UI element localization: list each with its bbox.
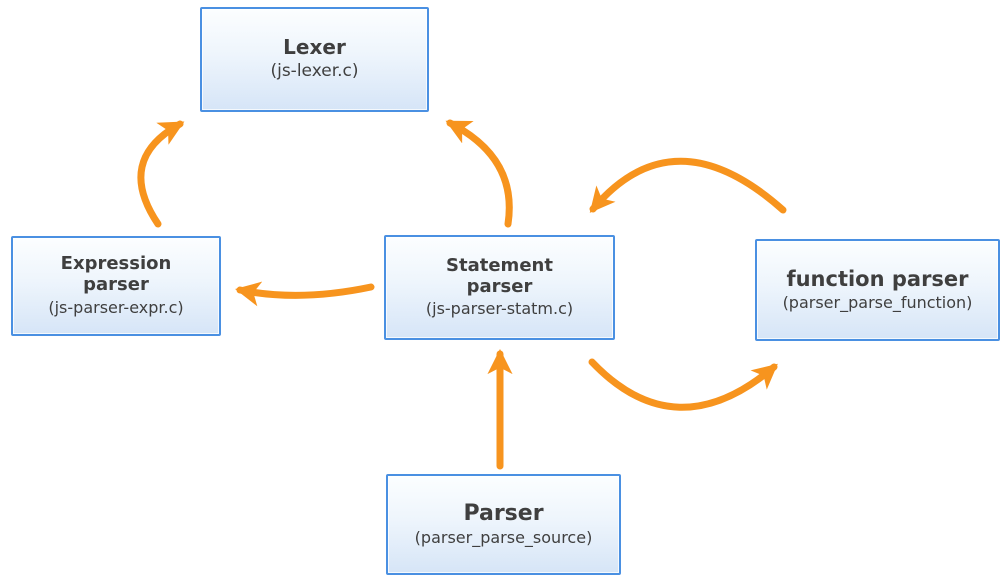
node-lexer: Lexer (js-lexer.c) bbox=[200, 7, 429, 112]
node-expression-parser-title: Expression parser bbox=[60, 253, 172, 295]
node-lexer-subtitle: (js-lexer.c) bbox=[270, 61, 359, 82]
arrow-statement-to-lexer bbox=[445, 119, 513, 228]
node-parser-subtitle: (parser_parse_source) bbox=[414, 528, 593, 548]
node-expression-parser-subtitle: (js-parser-expr.c) bbox=[48, 297, 184, 317]
node-function-parser-subtitle: (parser_parse_function) bbox=[782, 293, 973, 313]
node-expression-parser: Expression parser (js-parser-expr.c) bbox=[11, 236, 221, 336]
arrow-function-to-statement bbox=[589, 157, 787, 214]
arrow-expression-to-lexer bbox=[137, 120, 185, 228]
node-parser-title: Parser bbox=[463, 500, 544, 526]
arrow-statement-to-function bbox=[588, 358, 778, 411]
node-statement-parser-subtitle: (js-parser-statm.c) bbox=[425, 299, 574, 319]
arrow-statement-to-expression bbox=[235, 281, 375, 307]
node-statement-parser-title: Statement parser bbox=[446, 254, 553, 297]
node-function-parser: function parser (parser_parse_function) bbox=[755, 239, 1000, 341]
node-function-parser-title: function parser bbox=[786, 266, 969, 291]
node-statement-parser: Statement parser (js-parser-statm.c) bbox=[384, 235, 615, 340]
node-lexer-title: Lexer bbox=[283, 35, 346, 60]
node-parser: Parser (parser_parse_source) bbox=[386, 474, 621, 575]
